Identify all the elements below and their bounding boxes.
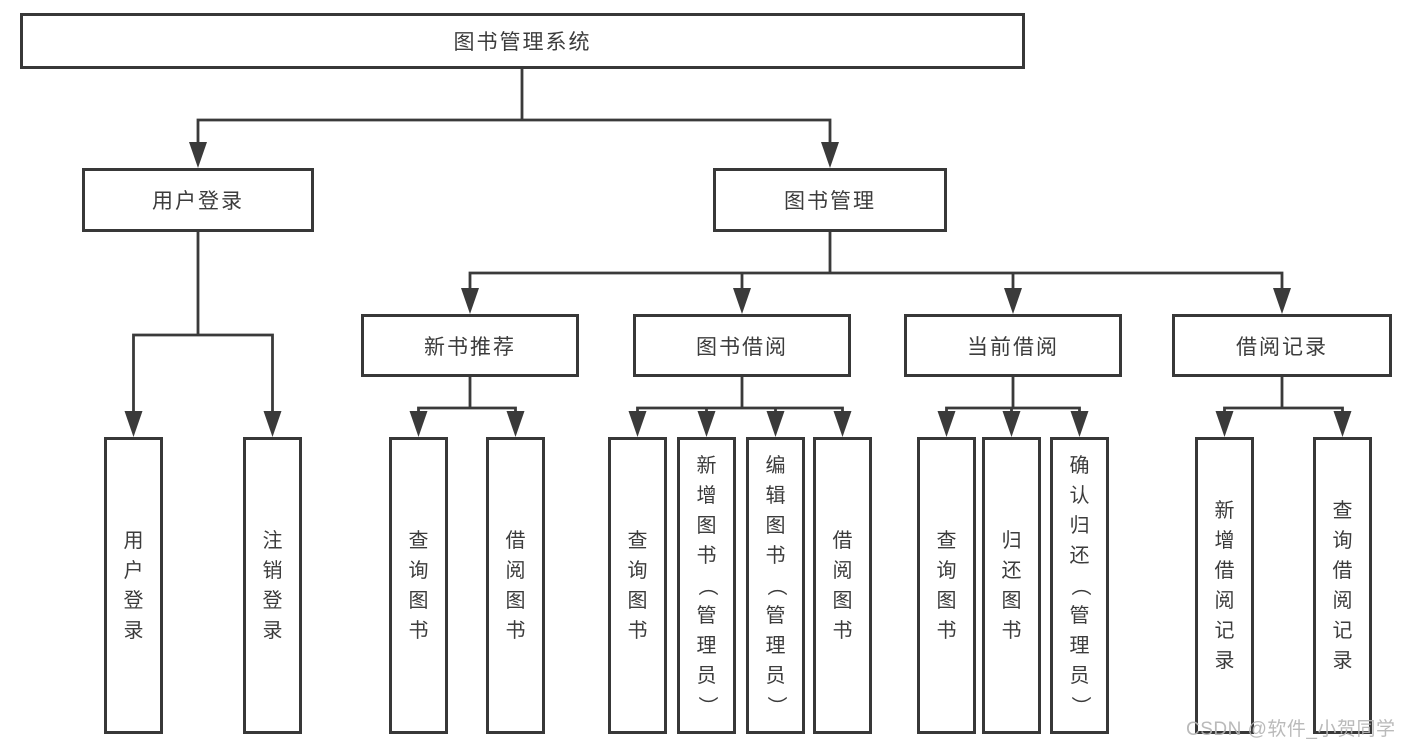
leaf-borrow-borrow-books: 借阅图书 (813, 437, 872, 734)
arrow-to-leaf-newrec-query (409, 411, 428, 437)
node-root: 图书管理系统 (20, 13, 1025, 69)
arrow-to-leaf-logout (263, 411, 282, 437)
arrow-to-leaf-current-return (1002, 411, 1021, 437)
leaf-borrow-edit-books-admin: 编辑图书（管理员） (746, 437, 805, 734)
node-user-login-label: 用户登录 (152, 190, 244, 213)
arrow-to-book-borrow (733, 288, 751, 314)
node-current-borrow: 当前借阅 (904, 314, 1122, 377)
leaf-borrow-edit-books-admin-label: 编辑图书（管理员） (764, 454, 787, 716)
leaf-borrow-query-books: 查询图书 (608, 437, 667, 734)
leaf-current-query-books-label: 查询图书 (936, 529, 957, 642)
node-new-book-recommend-label: 新书推荐 (424, 335, 516, 359)
arrow-to-leaf-borrow-edit (766, 411, 785, 437)
leaf-records-add-record: 新增借阅记录 (1195, 437, 1254, 734)
node-current-borrow-label: 当前借阅 (967, 335, 1059, 359)
node-book-management: 图书管理 (713, 168, 947, 232)
leaf-user-login-label: 用户登录 (123, 529, 144, 642)
leaf-records-query-record-label: 查询借阅记录 (1332, 499, 1353, 672)
arrow-to-borrow-records (1273, 288, 1291, 314)
leaf-borrow-add-books-admin-label: 新增图书（管理员） (695, 454, 718, 716)
leaf-newrec-borrow-books: 借阅图书 (486, 437, 545, 734)
leaf-logout-label: 注销登录 (262, 529, 283, 642)
arrow-to-leaf-user-login (124, 411, 143, 437)
node-borrow-records: 借阅记录 (1172, 314, 1392, 377)
arrow-to-current-borrow (1004, 288, 1022, 314)
arrow-to-leaf-current-query (937, 411, 956, 437)
arrow-to-leaf-borrow-borrow (833, 411, 852, 437)
arrow-to-leaf-newrec-borrow (506, 411, 525, 437)
leaf-current-return-books-label: 归还图书 (1001, 529, 1022, 642)
arrow-to-leaf-borrow-add (697, 411, 716, 437)
arrow-to-book-management (821, 142, 839, 168)
node-book-management-label: 图书管理 (784, 190, 876, 213)
node-user-login: 用户登录 (82, 168, 314, 232)
leaf-newrec-borrow-books-label: 借阅图书 (505, 529, 526, 642)
arrow-to-leaf-records-query (1333, 411, 1352, 437)
leaf-records-add-record-label: 新增借阅记录 (1214, 499, 1235, 672)
leaf-user-login: 用户登录 (104, 437, 163, 734)
leaf-current-query-books: 查询图书 (917, 437, 976, 734)
arrowheads (124, 142, 1352, 437)
node-book-borrow: 图书借阅 (633, 314, 851, 377)
leaf-newrec-query-books-label: 查询图书 (408, 529, 429, 642)
node-new-book-recommend: 新书推荐 (361, 314, 579, 377)
leaf-borrow-add-books-admin: 新增图书（管理员） (677, 437, 736, 734)
leaf-borrow-borrow-books-label: 借阅图书 (832, 529, 853, 642)
csdn-watermark: CSDN @软件_小贺同学 (1186, 719, 1396, 740)
arrow-to-leaf-current-confirm (1070, 411, 1089, 437)
arrow-to-leaf-borrow-query (628, 411, 647, 437)
arrow-to-leaf-records-add (1215, 411, 1234, 437)
leaf-current-confirm-return-admin-label: 确认归还（管理员） (1068, 454, 1091, 716)
arrow-to-new-book-recommend (461, 288, 479, 314)
leaf-current-return-books: 归还图书 (982, 437, 1041, 734)
leaf-records-query-record: 查询借阅记录 (1313, 437, 1372, 734)
leaf-current-confirm-return-admin: 确认归还（管理员） (1050, 437, 1109, 734)
leaf-logout: 注销登录 (243, 437, 302, 734)
leaf-borrow-query-books-label: 查询图书 (627, 529, 648, 642)
node-book-borrow-label: 图书借阅 (696, 335, 788, 359)
node-borrow-records-label: 借阅记录 (1236, 335, 1328, 359)
leaf-newrec-query-books: 查询图书 (389, 437, 448, 734)
node-root-label: 图书管理系统 (453, 31, 592, 54)
arrow-to-user-login (189, 142, 207, 168)
